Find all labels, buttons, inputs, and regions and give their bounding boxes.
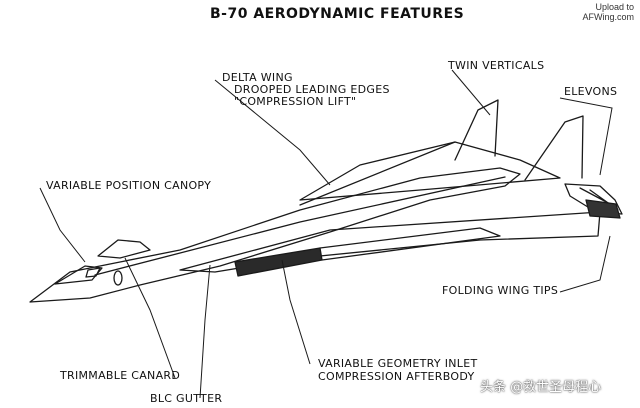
label-inlet-line2: COMPRESSION AFTERBODY <box>318 370 475 383</box>
canopy <box>54 265 103 285</box>
leader-lines <box>39 69 613 399</box>
wing-tip-hatch <box>585 199 621 219</box>
leader-canard <box>124 257 176 379</box>
vertical-fin-right <box>524 115 584 181</box>
label-trimmable-canard: TRIMMABLE CANARD <box>60 369 181 382</box>
far-wing <box>299 141 561 201</box>
label-compression-lift: "COMPRESSION LIFT" <box>234 95 357 108</box>
leader-canopy <box>39 187 86 263</box>
upload-note-line1: Upload to <box>595 2 634 12</box>
vertical-fin-left <box>454 99 499 161</box>
label-canopy: VARIABLE POSITION CANOPY <box>46 179 212 192</box>
leader-twin-verticals <box>451 69 491 116</box>
canopy-window <box>85 267 101 278</box>
label-delta-wing: DELTA WING <box>222 71 293 84</box>
figure-title: B-70 AERODYNAMIC FEATURES <box>210 6 465 22</box>
upload-note: Upload to AFWing.com <box>582 2 634 22</box>
engine-pod <box>319 227 501 261</box>
canard-surface <box>97 239 151 259</box>
label-inlet-line1: VARIABLE GEOMETRY INLET <box>318 357 478 370</box>
near-wing <box>179 211 601 273</box>
leader-elevons <box>559 97 613 176</box>
elevon-surface <box>564 183 623 215</box>
label-elevons: ELEVONS <box>564 85 618 98</box>
label-drooped-edges: DROOPED LEADING EDGES <box>234 83 390 96</box>
watermark: 头条 @救世圣母程心 <box>480 380 602 395</box>
label-twin-verticals: TWIN VERTICALS <box>448 59 545 72</box>
upload-note-line2: AFWing.com <box>582 12 634 22</box>
leading-edge-line <box>299 141 456 206</box>
leader-delta-wing <box>214 79 331 186</box>
leader-blc-gutter <box>199 264 211 399</box>
label-blc-gutter: BLC GUTTER <box>150 392 223 405</box>
side-vent <box>113 270 123 286</box>
fuselage-spine <box>94 176 506 276</box>
leader-inlet <box>281 259 311 365</box>
leader-wing-tips <box>559 235 611 293</box>
fuselage <box>29 167 521 303</box>
label-folding-wing-tips: FOLDING WING TIPS <box>442 284 559 297</box>
